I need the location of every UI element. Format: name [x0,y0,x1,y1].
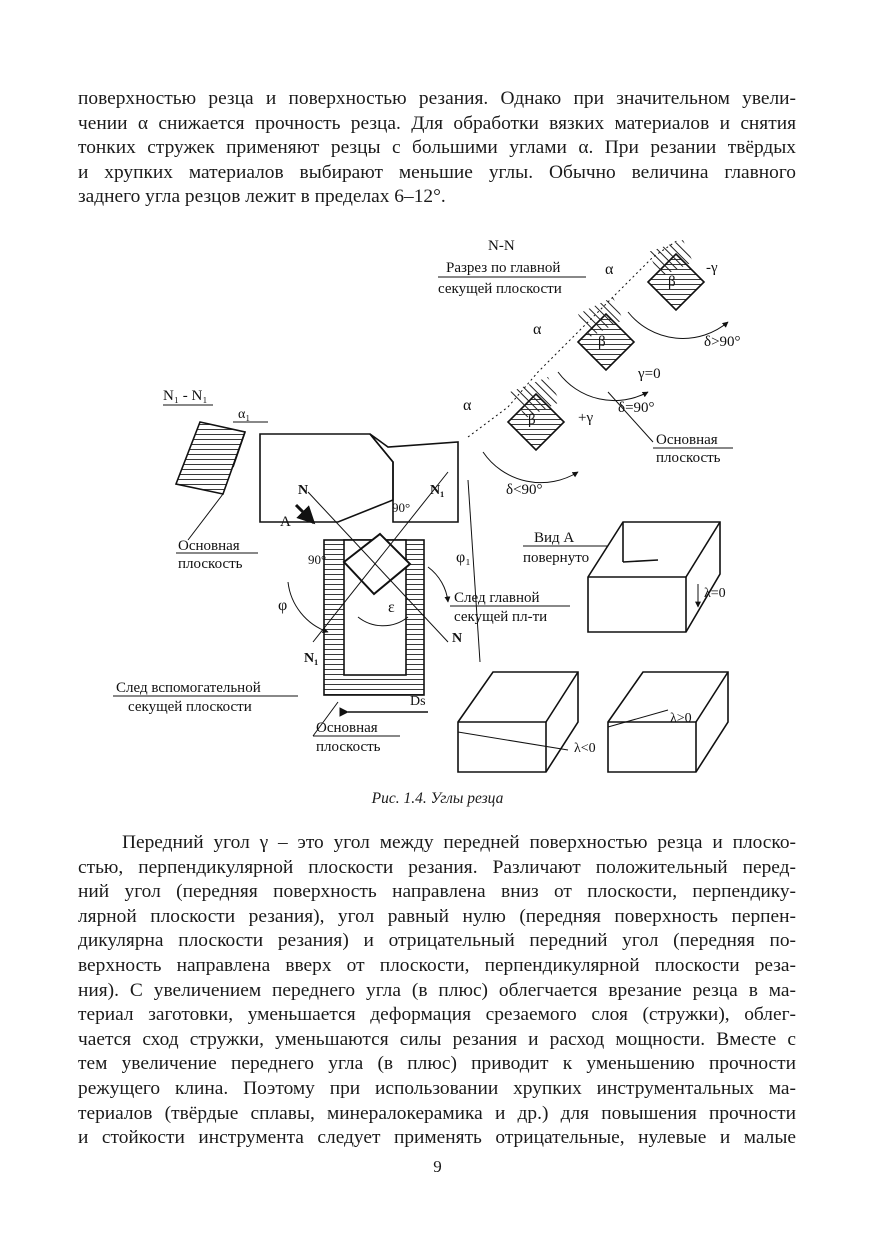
deg90-left: 90° [308,552,326,567]
view-a-title: Вид А [534,530,574,546]
delta-eq: δ=90° [618,400,655,416]
lambda-neg: λ<0 [574,741,596,756]
lambda-zero: λ=0 [704,586,726,601]
main-plane-label-right: Основная [656,432,718,448]
text-line: чается сход стружки, уменьшаются силы ре… [78,1028,796,1050]
text-line: и стойкости инструмента следует применят… [78,1127,796,1149]
cutter-angles-figure: N₁ - N₁ α₁ Основная плоскость N N₁ A 90°… [113,238,741,773]
text-line: ний угол (передняя поверхность направлен… [78,881,796,903]
n1n1-title: N₁ - N₁ [163,388,208,404]
text-line: лярной плоскости резания), угол равный н… [78,905,796,927]
n1-label-top: N₁ [430,483,444,498]
nn-line2: секущей плоскости [438,281,562,297]
main-trace-label: След главной [454,590,540,606]
text-line: верхность направлена вверх от плоскости,… [78,954,796,976]
text-line: Передний угол γ – это угол между передне… [122,832,796,853]
main-plane-label-right-2: плоскость [656,450,721,466]
gamma-neg: -γ [706,260,718,276]
paragraph-bottom: Передний угол γ – это угол между передне… [78,831,796,1151]
main-trace-label-2: секущей пл-ти [454,609,547,625]
alpha1-label: α₁ [238,407,250,422]
gamma-pos: +γ [578,410,593,426]
beta-2: β [598,334,606,350]
main-plane-label-left: Основная [178,538,240,554]
n-label-bottom: N [452,631,462,646]
text-line: стью, перпендикулярной плоскости резания… [78,856,796,878]
figure-caption: Рис. 1.4. Углы резца [371,790,504,807]
text-line: тем увеличение переднего угла (в плюс) п… [78,1053,796,1075]
text-line: териал заготовки, уменьшается деформация… [78,1004,796,1026]
aux-trace-label-2: секущей плоскости [128,699,252,715]
n-label-top: N [298,483,308,498]
text-line: чении α снижается прочность резца. Для о… [78,112,796,134]
text-line: и хрупких материалов выбирают меньшие уг… [78,161,796,183]
epsilon-label: ε [388,599,395,616]
beta-1: β [528,412,536,428]
nn-line1: Разрез по главной [446,260,560,276]
n1-label-bottom: N₁ [304,651,318,666]
text-line: дикулярна плоскости резания) и отрицател… [78,930,796,952]
text-line: тонких стружек применяют резцы с большим… [78,137,796,159]
view-a-subtitle: повернуто [523,550,589,566]
alpha-3: α [605,261,614,278]
text-line: режущего клина. Поэтому при использовани… [78,1077,796,1099]
text-line: поверхностью резца и поверхностью резани… [78,88,796,109]
ds-label: Ds [410,694,426,709]
main-plane-label-bottom-2: плоскость [316,739,381,755]
paragraph-top: поверхностью резца и поверхностью резани… [78,87,796,210]
deg90-top: 90° [392,500,410,515]
a-label: A [280,514,291,530]
nn-title: N-N [488,238,515,254]
beta-3: β [668,274,676,290]
page-number: 9 [433,1157,442,1176]
main-plane-label-bottom: Основная [316,720,378,736]
gamma-zero: γ=0 [637,366,661,382]
main-plane-label-left-2: плоскость [178,556,243,572]
phi1-label: φ₁ [456,549,471,566]
text-line: териалов (твёрдые сплавы, минералокерами… [78,1102,796,1124]
delta-gt: δ>90° [704,334,741,350]
lambda-pos: λ>0 [670,711,692,726]
delta-lt: δ<90° [506,482,543,498]
alpha-2: α [533,321,542,338]
aux-trace-label: След вспомогательной [116,680,261,696]
text-line: ния). С увеличением переднего угла (в пл… [78,979,796,1001]
alpha-1: α [463,397,472,414]
text-line: заднего угла резцов лежит в пределах 6–1… [78,186,446,208]
phi-label: φ [278,597,287,614]
